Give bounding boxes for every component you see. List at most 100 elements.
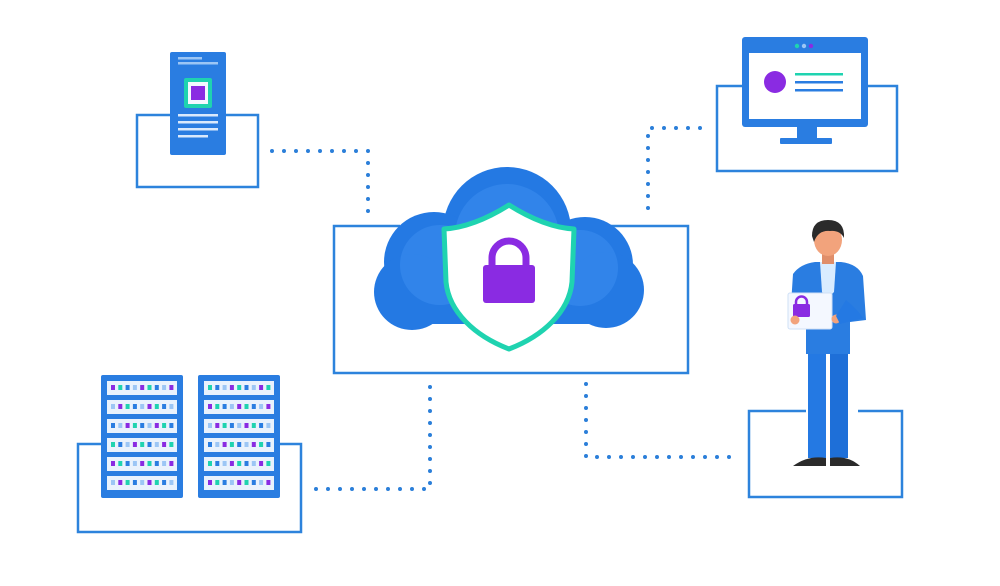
server-led	[118, 423, 123, 428]
server-led	[154, 480, 159, 485]
server-led	[125, 385, 130, 390]
server-led	[132, 404, 137, 409]
connector-monitor-cloud	[646, 126, 702, 216]
server-led	[222, 461, 227, 466]
server-led	[237, 461, 242, 466]
server-led	[169, 404, 174, 409]
server-led	[132, 480, 137, 485]
desktop-monitor-icon	[742, 37, 868, 144]
frame-brackets	[76, 84, 904, 534]
server-led	[251, 461, 256, 466]
server-led	[162, 442, 167, 447]
server-led	[154, 385, 159, 390]
server-led	[154, 461, 159, 466]
connector-servers-cloud	[314, 382, 432, 491]
server-led	[222, 385, 227, 390]
server-led	[215, 442, 220, 447]
server-led	[111, 480, 115, 485]
server-led	[132, 385, 137, 390]
server-led	[244, 442, 249, 447]
server-led	[237, 480, 242, 485]
server-led	[118, 404, 123, 409]
server-led	[118, 480, 123, 485]
server-led	[162, 423, 167, 428]
server-led	[147, 461, 152, 466]
server-led	[147, 480, 152, 485]
server-led	[147, 423, 152, 428]
server-led	[208, 423, 212, 428]
server-led	[215, 385, 220, 390]
server-led	[118, 385, 123, 390]
server-led	[147, 404, 152, 409]
connector-mobile-cloud	[270, 149, 370, 222]
server-led	[251, 423, 256, 428]
server-led	[162, 385, 167, 390]
server-led	[111, 423, 115, 428]
server-led	[111, 461, 115, 466]
server-led	[208, 404, 212, 409]
server-led	[140, 442, 145, 447]
server-led	[140, 480, 145, 485]
server-led	[215, 480, 220, 485]
server-led	[169, 423, 174, 428]
server-led	[162, 461, 167, 466]
mobile-frame	[135, 113, 260, 189]
server-led	[111, 385, 115, 390]
server-led	[237, 385, 242, 390]
server-led	[162, 480, 167, 485]
server-led	[208, 480, 212, 485]
server-led	[215, 461, 220, 466]
cloud-security-icon	[374, 167, 644, 352]
server-led	[208, 461, 212, 466]
monitor-frame	[715, 84, 899, 173]
server-led	[244, 461, 249, 466]
server-led	[251, 404, 256, 409]
user-with-tablet-icon	[787, 220, 866, 466]
server-led	[125, 480, 130, 485]
server-led	[154, 404, 159, 409]
server-led	[169, 442, 174, 447]
connector-person-cloud	[584, 382, 737, 459]
server-led	[237, 404, 242, 409]
server-led	[140, 404, 145, 409]
server-rows-right	[204, 381, 274, 490]
dotted-connectors	[270, 126, 737, 491]
server-led	[125, 404, 130, 409]
server-led	[266, 461, 271, 466]
server-led	[147, 385, 152, 390]
server-led	[125, 442, 130, 447]
server-led	[259, 442, 264, 447]
server-led	[237, 423, 242, 428]
server-led	[237, 442, 242, 447]
server-led	[229, 442, 234, 447]
server-led	[215, 404, 220, 409]
server-rows-left	[107, 381, 177, 490]
server-led	[229, 423, 234, 428]
server-led	[140, 423, 145, 428]
server-led	[259, 461, 264, 466]
person-frame	[747, 409, 904, 499]
server-led	[169, 385, 174, 390]
server-led	[111, 442, 115, 447]
server-led	[266, 404, 271, 409]
server-led	[208, 385, 212, 390]
server-led	[118, 442, 123, 447]
server-led	[244, 385, 249, 390]
server-led	[251, 385, 256, 390]
cloud-frame	[332, 224, 690, 375]
server-led	[140, 461, 145, 466]
server-led	[140, 385, 145, 390]
server-led	[244, 480, 249, 485]
server-led	[125, 423, 130, 428]
server-led	[259, 480, 264, 485]
server-led	[266, 442, 271, 447]
server-led	[132, 442, 137, 447]
server-rack-icon	[101, 375, 280, 498]
server-led	[132, 461, 137, 466]
server-led	[229, 385, 234, 390]
server-led	[229, 461, 234, 466]
server-led	[251, 480, 256, 485]
server-led	[132, 423, 137, 428]
